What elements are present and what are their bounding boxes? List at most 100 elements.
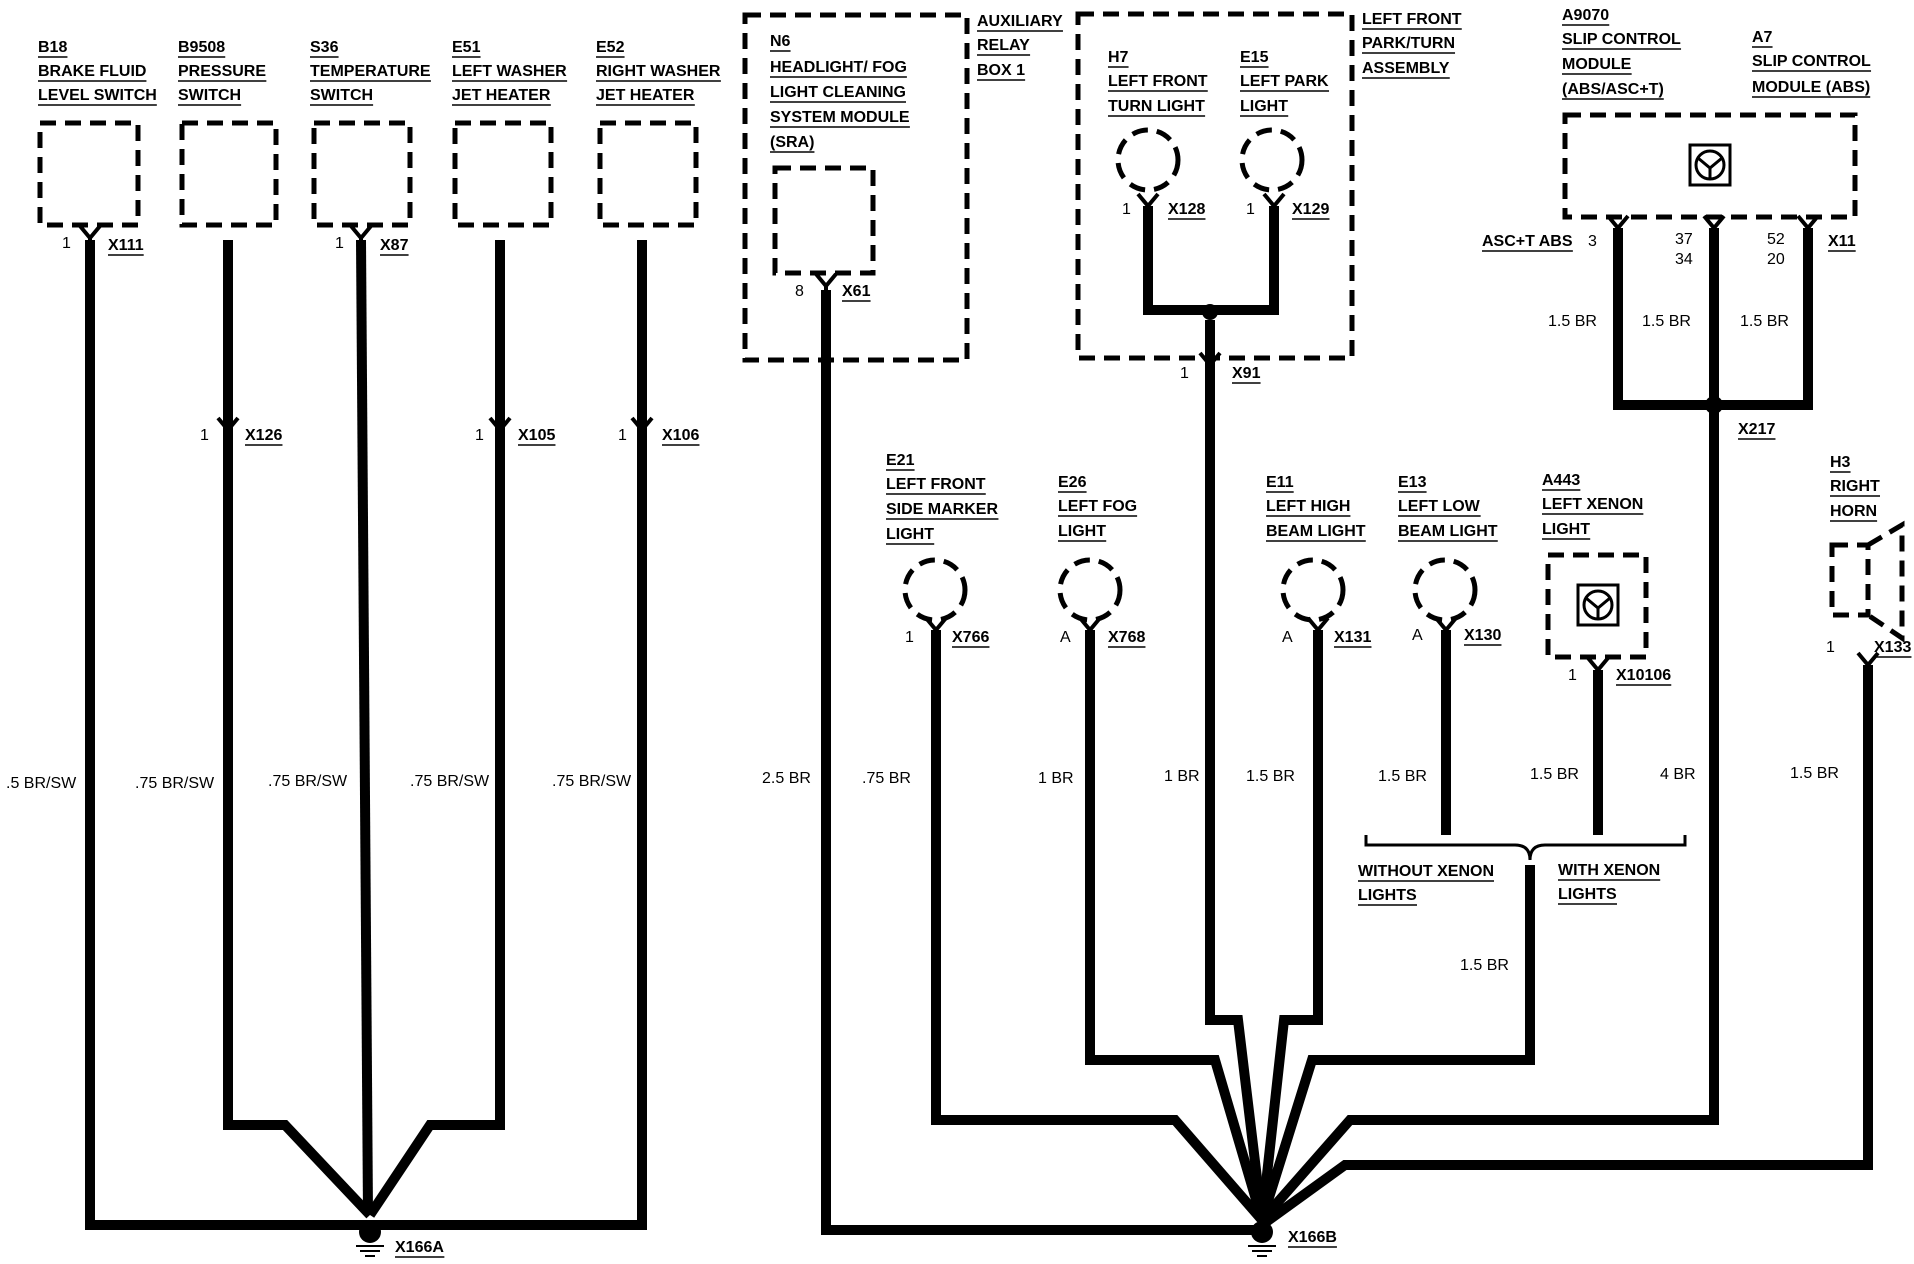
option-without-2: LIGHTS [1358, 887, 1417, 904]
parkturn-pin: 1 [1180, 365, 1189, 382]
wire-n6[interactable] [821, 290, 1262, 1235]
h3-connector: X133 [1874, 639, 1911, 656]
e21-id: E21 [886, 452, 915, 469]
connector-pin-icon [1078, 616, 1102, 636]
e15-connector: X129 [1292, 201, 1329, 218]
s36-id: S36 [310, 39, 339, 56]
wire-e26[interactable] [1085, 630, 1267, 1222]
b9508-name-1: PRESSURE [178, 63, 266, 80]
wire-h7[interactable] [1143, 206, 1210, 315]
a7-pin-2a: 37 [1675, 231, 1693, 248]
a7-name-2: MODULE (ABS) [1752, 79, 1870, 96]
wire-e21[interactable] [931, 630, 1266, 1224]
n6-id: N6 [770, 33, 791, 50]
e51-connector: X105 [518, 427, 555, 444]
n6-pin: 8 [795, 283, 804, 300]
splice-dot-x217 [1705, 396, 1723, 414]
wire-label-x91: 1 BR [1164, 768, 1200, 785]
wire-label-b18: .5 BR/SW [6, 775, 77, 792]
wire-label-e26: 1 BR [1038, 770, 1074, 787]
splice-dot-x91 [1202, 304, 1218, 320]
connector-pin-icon [1306, 616, 1330, 636]
option-with-2: LIGHTS [1558, 886, 1617, 903]
connector-pin-icon [488, 416, 512, 436]
n6-box[interactable] [772, 165, 876, 276]
wires-x166a [85, 239, 647, 1230]
wire-e11[interactable] [1257, 630, 1323, 1221]
e13-name-2: BEAM LIGHT [1398, 523, 1498, 540]
a7-splice: X217 [1738, 421, 1775, 438]
a7-id: A7 [1752, 29, 1773, 46]
wire-e15[interactable] [1210, 206, 1279, 315]
connector-pin-icon [1198, 351, 1222, 371]
e15-name-2: LIGHT [1240, 98, 1288, 115]
connector-pin-icon [630, 416, 654, 436]
e26-connector: X768 [1108, 629, 1145, 646]
s36-name-1: TEMPERATURE [310, 63, 431, 80]
wire-label-a7c: 1.5 BR [1740, 313, 1789, 330]
a7-name-1: SLIP CONTROL [1752, 53, 1871, 70]
b18-box[interactable] [37, 120, 141, 228]
wire-e52[interactable] [370, 240, 647, 1230]
h7-bulb-icon [1115, 127, 1181, 193]
wire-e51[interactable] [365, 240, 505, 1218]
wire-b9508[interactable] [223, 240, 374, 1219]
n6-name-4: (SRA) [770, 134, 814, 151]
e13-connector: X130 [1464, 627, 1501, 644]
b18-name-2: LEVEL SWITCH [38, 87, 157, 104]
n6-name-2: LIGHT CLEANING [770, 84, 906, 101]
e21-name-2: SIDE MARKER [886, 501, 998, 518]
wire-b18[interactable] [85, 240, 370, 1230]
wire-label-xenon: 1.5 BR [1460, 957, 1509, 974]
wire-xenon[interactable] [1257, 865, 1535, 1222]
b18-pin: 1 [62, 235, 71, 252]
e51-box[interactable] [452, 120, 554, 228]
ground-x166a-icon [356, 1221, 384, 1257]
wires-x166b [821, 206, 1873, 1235]
e11-pin: A [1282, 629, 1293, 646]
connector-pin-icon [1702, 214, 1726, 234]
e13-name-1: LEFT LOW [1398, 498, 1481, 515]
connector-pin-icon [1262, 192, 1286, 212]
s36-connector: X87 [380, 237, 409, 254]
wire-s36[interactable] [356, 239, 373, 1216]
auxiliary-relay-box[interactable] [742, 12, 970, 363]
horn-icon [1829, 520, 1905, 643]
a7-pin-1: 3 [1588, 233, 1597, 250]
s36-box[interactable] [311, 120, 413, 228]
ground-label-x166a: X166A [395, 1239, 444, 1256]
e51-name-2: JET HEATER [452, 87, 551, 104]
h3-pin: 1 [1826, 639, 1835, 656]
connector-pins [78, 192, 1880, 676]
connector-pin-icon [1796, 214, 1820, 234]
connector-pin-icon [216, 416, 240, 436]
connector-pin-icon [814, 272, 838, 292]
wire-label-e13: 1.5 BR [1378, 768, 1427, 785]
h3-name-2: HORN [1830, 503, 1877, 520]
h7-name-1: LEFT FRONT [1108, 73, 1208, 90]
s36-name-2: SWITCH [310, 87, 373, 104]
a7-connector: X11 [1828, 233, 1856, 250]
e11-connector: X131 [1334, 629, 1371, 646]
relay-name-2: RELAY [977, 37, 1030, 54]
wire-label-e11: 1.5 BR [1246, 768, 1295, 785]
e26-id: E26 [1058, 474, 1087, 491]
b18-connector: X111 [108, 237, 144, 254]
e11-id: E11 [1266, 474, 1294, 491]
b9508-id: B9508 [178, 39, 225, 56]
e52-box[interactable] [597, 120, 699, 228]
connector-pin-icon [1606, 214, 1630, 234]
wire-x217[interactable] [1258, 405, 1719, 1224]
b9508-box[interactable] [179, 120, 279, 228]
e52-name-2: JET HEATER [596, 87, 695, 104]
wire-label-s36: .75 BR/SW [268, 773, 348, 790]
xenon-module-symbol-icon [1576, 583, 1620, 627]
connector-pin-icon [349, 224, 373, 244]
a9070-module-box[interactable] [1562, 112, 1858, 220]
wire-label-b9508: .75 BR/SW [135, 775, 215, 792]
wire-h3[interactable] [1259, 665, 1873, 1230]
wire-x91[interactable] [1205, 320, 1267, 1221]
b9508-pin: 1 [200, 427, 209, 444]
h7-connector: X128 [1168, 201, 1205, 218]
